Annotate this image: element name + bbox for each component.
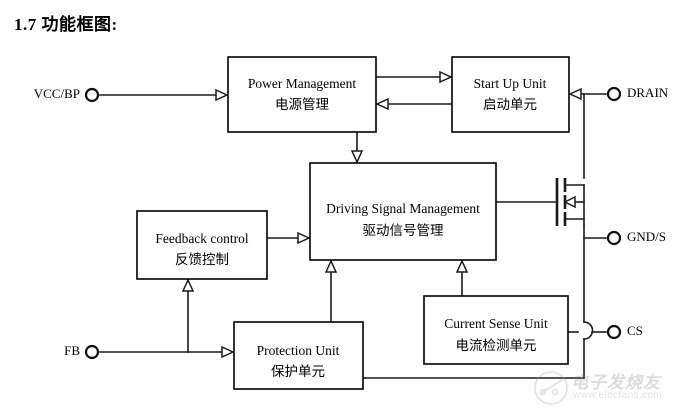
block-label-zh: 保护单元 [271, 364, 325, 379]
pin-vcc-bp[interactable]: VCC/BP [34, 86, 100, 103]
wire-current-sense-to-driving [455, 259, 469, 297]
pin-label: CS [627, 323, 643, 338]
block-start-up-unit[interactable]: Start Up Unit 启动单元 [451, 56, 570, 133]
block-label-en: Protection Unit [257, 343, 340, 358]
block-label-en: Power Management [248, 76, 357, 91]
wire-source-bus [583, 225, 594, 379]
pin-fb[interactable]: FB [64, 343, 100, 360]
block-feedback-control[interactable]: Feedback control 反馈控制 [136, 210, 268, 280]
block-label-zh: 驱动信号管理 [363, 223, 444, 238]
block-label-en: Driving Signal Management [326, 201, 480, 216]
pin-label: VCC/BP [34, 86, 80, 101]
pin-drain[interactable]: DRAIN [606, 85, 669, 102]
wire-vccbp-to-power-management [99, 88, 229, 102]
pin-label: GND/S [627, 229, 666, 244]
wire-fb-to-protection [99, 345, 235, 359]
block-label-zh: 电源管理 [275, 97, 329, 112]
block-label-zh: 启动单元 [483, 97, 537, 112]
wire-power-management-to-driving [350, 131, 364, 164]
block-power-management[interactable]: Power Management 电源管理 [227, 56, 377, 133]
block-label-en: Current Sense Unit [444, 316, 548, 331]
block-label-en: Start Up Unit [474, 76, 547, 91]
pin-label: DRAIN [627, 85, 669, 100]
pin-label: FB [64, 343, 80, 358]
power-mosfet-symbol [555, 178, 585, 227]
block-label-zh: 电流检测单元 [456, 338, 537, 353]
wire-drain-to-start-up [568, 87, 607, 101]
wire-power-management-to-start-up [375, 70, 453, 84]
pin-gnd-s[interactable]: GND/S [606, 229, 666, 246]
block-driving-signal-management[interactable]: Driving Signal Management 驱动信号管理 [309, 162, 497, 261]
block-protection-unit[interactable]: Protection Unit 保护单元 [233, 321, 364, 390]
wire-fb-branch-to-feedback [181, 278, 195, 353]
block-current-sense-unit[interactable]: Current Sense Unit 电流检测单元 [423, 295, 569, 365]
block-label-zh: 反馈控制 [175, 252, 229, 267]
pin-cs[interactable]: CS [606, 323, 643, 340]
page-title: 1.7 功能框图: [14, 15, 118, 34]
block-label-en: Feedback control [155, 231, 249, 246]
wire-feedback-to-driving [266, 231, 311, 245]
wire-protection-to-driving [324, 259, 338, 323]
wire-start-up-to-power-management [375, 97, 453, 111]
